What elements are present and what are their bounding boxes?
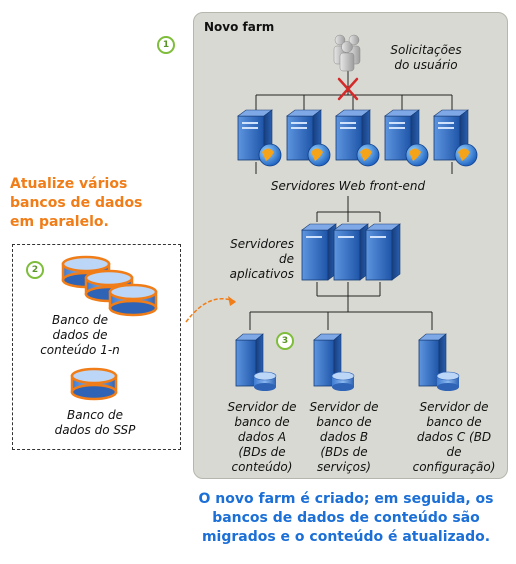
- web-server-icon: [384, 109, 429, 167]
- database-icon: [70, 367, 118, 401]
- app-server-icon: [333, 223, 369, 281]
- db-server-icon: [235, 333, 277, 391]
- database-icon: [108, 283, 158, 317]
- web-servers-label: Servidores Web front-end: [270, 179, 426, 193]
- legacy-databases-box: [12, 244, 181, 450]
- web-server-icon: [286, 109, 331, 167]
- users-icon: [333, 34, 361, 72]
- step-marker-1: 1: [157, 36, 175, 54]
- step-marker-3: 3: [276, 332, 294, 350]
- ssp-db-label: Banco de dados do SSP: [54, 408, 136, 437]
- blocked-x-icon: [337, 77, 359, 101]
- db-server-a-label: Servidor de banco de dados A (BDs de con…: [227, 400, 297, 474]
- db-server-b-label: Servidor de banco de dados B (BDs de ser…: [309, 400, 379, 474]
- farm-title: Novo farm: [204, 20, 275, 34]
- web-server-icon: [433, 109, 478, 167]
- app-server-icon: [365, 223, 401, 281]
- user-requests-label: Solicitações do usuário: [390, 43, 462, 72]
- summary-callout: O novo farm é criado; em seguida, os ban…: [198, 491, 494, 545]
- web-server-icon: [335, 109, 380, 167]
- db-server-c-label: Servidor de banco de dados C (BD de conf…: [412, 400, 496, 474]
- db-server-icon: [418, 333, 460, 391]
- app-server-icon: [301, 223, 337, 281]
- db-server-icon: [313, 333, 355, 391]
- content-dbs-label: Banco de dados de conteúdo 1-n: [40, 313, 120, 357]
- arrow-icon: [185, 296, 237, 323]
- app-servers-label: Servidores de aplicativos: [229, 237, 294, 281]
- upgrade-parallel-callout: Atualize vários bancos de dados em paral…: [10, 176, 143, 230]
- step-marker-2: 2: [26, 261, 44, 279]
- web-server-icon: [237, 109, 282, 167]
